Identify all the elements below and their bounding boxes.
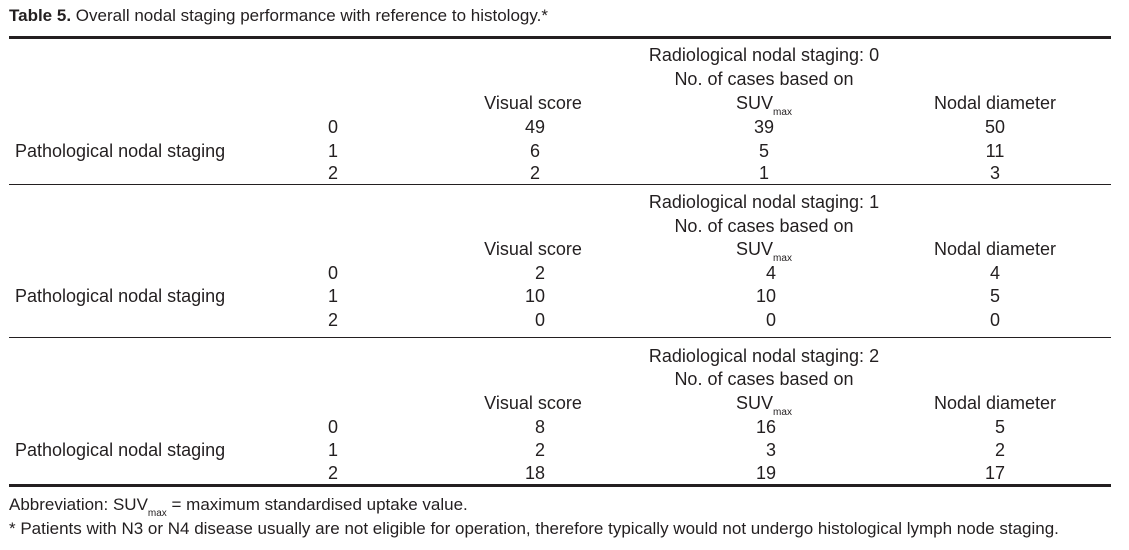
stage-cell: 0: [327, 417, 339, 437]
column-header-diameter: Nodal diameter: [933, 239, 1057, 259]
diameter-cell: 50: [984, 117, 1006, 137]
block-divider: [9, 337, 1111, 338]
suv-cell: 3: [765, 440, 777, 460]
column-header-visual: Visual score: [484, 239, 582, 259]
stage-cell: 2: [327, 163, 339, 183]
column-header-visual: Visual score: [484, 93, 582, 113]
visual-cell: 0: [534, 310, 546, 330]
diameter-cell: 3: [989, 163, 1001, 183]
visual-cell: 6: [529, 141, 541, 161]
column-header-diameter: Nodal diameter: [933, 393, 1057, 413]
diameter-cell: 2: [994, 440, 1006, 460]
suv-cell: 5: [758, 141, 770, 161]
based-on-label: No. of cases based on: [674, 369, 854, 389]
suv-cell: 0: [765, 310, 777, 330]
stage-cell: 2: [327, 310, 339, 330]
table-title: Overall nodal staging performance with r…: [75, 6, 548, 25]
abbreviation-note: Abbreviation: SUVmax = maximum standardi…: [9, 495, 468, 519]
visual-cell: 2: [529, 163, 541, 183]
diameter-cell: 17: [984, 463, 1006, 483]
column-header-suv: SUVmax: [736, 239, 792, 264]
diameter-cell: 0: [989, 310, 1001, 330]
diameter-cell: 11: [985, 141, 1005, 161]
visual-cell: 18: [524, 463, 546, 483]
row-header: Pathological nodal staging: [15, 141, 226, 161]
bottom-rule: [9, 484, 1111, 487]
column-header-suv: SUVmax: [736, 93, 792, 118]
block-divider: [9, 184, 1111, 185]
table-caption: Table 5. Overall nodal staging performan…: [9, 5, 548, 27]
stage-cell: 1: [327, 286, 339, 306]
block-title: Radiological nodal staging: 0: [648, 45, 880, 65]
asterisk-footnote: * Patients with N3 or N4 disease usually…: [9, 519, 1059, 538]
block-title: Radiological nodal staging: 2: [648, 346, 880, 366]
stage-cell: 0: [327, 263, 339, 283]
diameter-cell: 5: [989, 286, 1001, 306]
based-on-label: No. of cases based on: [674, 69, 854, 89]
visual-cell: 2: [534, 263, 546, 283]
suv-cell: 10: [755, 286, 777, 306]
stage-cell: 1: [327, 440, 339, 460]
block-title: Radiological nodal staging: 1: [648, 192, 880, 212]
visual-cell: 49: [524, 117, 546, 137]
suv-cell: 39: [753, 117, 775, 137]
suv-cell: 16: [755, 417, 777, 437]
suv-cell: 19: [755, 463, 777, 483]
stage-cell: 1: [327, 141, 339, 161]
visual-cell: 2: [534, 440, 546, 460]
visual-cell: 8: [534, 417, 546, 437]
diameter-cell: 4: [989, 263, 1001, 283]
diameter-cell: 5: [994, 417, 1006, 437]
row-header: Pathological nodal staging: [15, 286, 226, 306]
suv-cell: 4: [765, 263, 777, 283]
stage-cell: 0: [327, 117, 339, 137]
row-header: Pathological nodal staging: [15, 440, 226, 460]
stage-cell: 2: [327, 463, 339, 483]
top-rule: [9, 36, 1111, 39]
visual-cell: 10: [524, 286, 546, 306]
table-number: Table 5.: [9, 6, 72, 25]
suv-cell: 1: [758, 163, 770, 183]
column-header-diameter: Nodal diameter: [933, 93, 1057, 113]
column-header-visual: Visual score: [484, 393, 582, 413]
column-header-suv: SUVmax: [736, 393, 792, 418]
based-on-label: No. of cases based on: [674, 216, 854, 236]
